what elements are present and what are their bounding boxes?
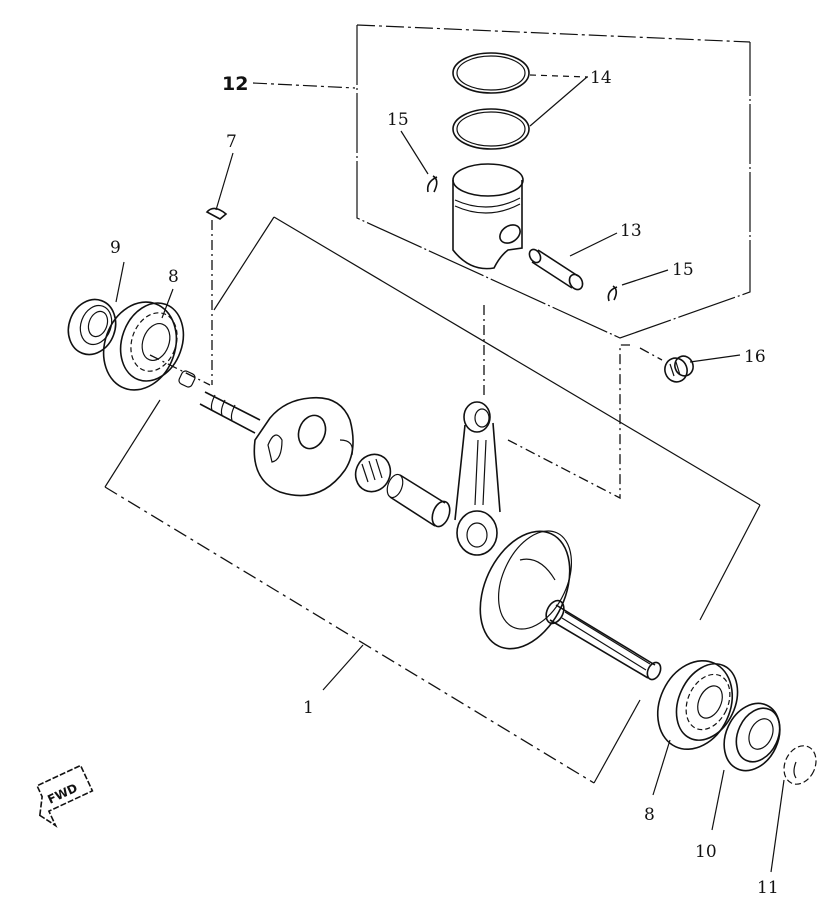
callout-15-right: 15 [672,260,694,280]
piston-clip-left [426,175,438,193]
callout-15-left: 15 [387,110,409,130]
bearing-left [102,301,185,391]
crank-pin [386,473,451,528]
crankshaft-group-box [104,216,761,784]
callout-11: 11 [757,878,779,898]
piston-ring-top [452,52,530,94]
fwd-label: FWD [45,781,79,807]
center-lines [149,220,663,500]
connecting-rod [454,401,501,556]
callout-8-left: 8 [168,267,179,287]
callout-12: 12 [222,73,248,95]
cap [783,745,817,785]
oil-seal-left [67,298,117,356]
callout-7: 7 [226,132,237,152]
callout-10: 9 [110,238,121,258]
callout-14: 14 [590,68,612,88]
crankshaft-left-half [178,370,354,497]
crankshaft-right-half [479,530,662,681]
piston-ring-second [452,108,530,150]
callout-13: 13 [620,221,642,241]
callout-16: 16 [744,347,766,367]
piston-clip-right [607,285,618,302]
piston-pin [528,248,584,291]
callout-1: 1 [303,698,314,718]
woodruff-key [205,207,228,220]
piston-group-box [356,24,751,339]
needle-bearing-small [664,355,694,383]
crank-pin-bearing [354,453,392,493]
forward-direction-arrow: FWD [35,764,94,828]
leader-lines [115,74,785,873]
callout-9: 10 [695,842,717,862]
oil-seal-right [723,702,781,772]
callout-8-right: 8 [644,805,655,825]
bearing-right [656,659,739,751]
piston [452,163,524,270]
